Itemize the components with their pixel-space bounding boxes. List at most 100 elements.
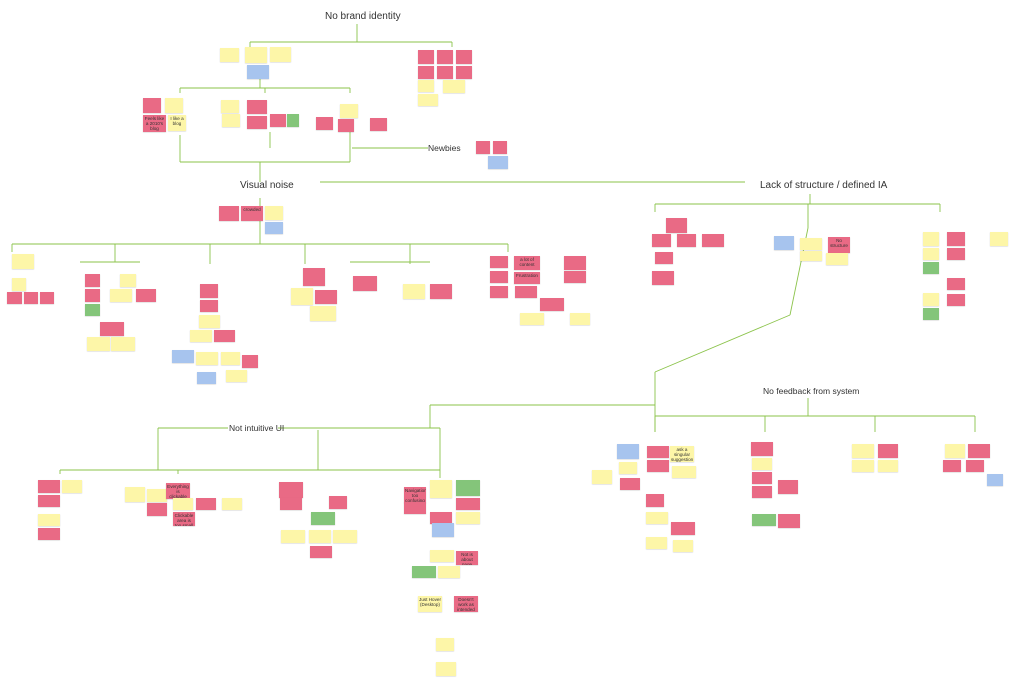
sticky-note[interactable]	[370, 118, 387, 131]
sticky-note[interactable]	[310, 546, 332, 558]
sticky-note[interactable]	[515, 286, 537, 298]
sticky-note[interactable]	[147, 503, 167, 516]
sticky-note[interactable]	[990, 232, 1008, 246]
sticky-note[interactable]	[490, 286, 508, 298]
sticky-note[interactable]	[430, 284, 452, 299]
sticky-note[interactable]	[878, 444, 898, 458]
sticky-note[interactable]	[222, 114, 240, 127]
sticky-note[interactable]	[456, 512, 480, 524]
sticky-note[interactable]	[923, 293, 939, 306]
sticky-note[interactable]	[247, 116, 267, 129]
sticky-note[interactable]	[646, 537, 667, 549]
sticky-note[interactable]	[490, 271, 508, 283]
sticky-note[interactable]	[199, 315, 220, 328]
sticky-note[interactable]	[443, 80, 465, 93]
sticky-note[interactable]	[778, 480, 798, 494]
sticky-note[interactable]	[564, 271, 586, 283]
sticky-note[interactable]	[947, 278, 965, 290]
sticky-note[interactable]	[221, 352, 240, 365]
sticky-note[interactable]	[945, 444, 965, 458]
sticky-note[interactable]	[85, 274, 100, 287]
sticky-note[interactable]	[878, 460, 898, 472]
sticky-note[interactable]	[592, 470, 612, 484]
sticky-note[interactable]: No structure	[828, 237, 850, 253]
sticky-note[interactable]: Navigation's too confusing	[404, 487, 426, 503]
sticky-note[interactable]	[852, 444, 874, 458]
sticky-note[interactable]	[666, 218, 687, 233]
sticky-note[interactable]	[430, 512, 452, 524]
sticky-note[interactable]	[136, 289, 156, 302]
sticky-note[interactable]	[987, 474, 1003, 486]
sticky-note[interactable]	[222, 498, 242, 510]
sticky-note[interactable]	[100, 322, 124, 336]
sticky-note[interactable]: Just Hover (Desktop)	[418, 596, 442, 612]
sticky-note[interactable]	[493, 141, 507, 154]
sticky-note[interactable]	[12, 278, 26, 291]
sticky-note[interactable]	[456, 50, 472, 64]
sticky-note[interactable]	[147, 489, 167, 502]
sticky-note[interactable]	[672, 466, 696, 478]
sticky-note[interactable]	[655, 252, 673, 264]
sticky-note[interactable]: a lot of content	[514, 256, 540, 270]
sticky-note[interactable]	[40, 292, 54, 304]
sticky-note[interactable]	[570, 313, 590, 325]
sticky-note[interactable]	[143, 98, 161, 113]
sticky-note[interactable]	[647, 460, 669, 472]
sticky-note[interactable]: Feels like a 2010's blog	[143, 115, 166, 132]
sticky-note[interactable]	[270, 47, 291, 62]
sticky-note[interactable]	[110, 289, 132, 302]
sticky-note[interactable]	[418, 66, 434, 79]
sticky-note[interactable]	[852, 460, 874, 472]
sticky-note[interactable]	[436, 662, 456, 676]
sticky-note[interactable]: I like a blog	[168, 115, 186, 131]
sticky-note[interactable]	[943, 460, 961, 472]
sticky-note[interactable]	[436, 638, 454, 651]
sticky-note[interactable]	[418, 94, 438, 106]
sticky-note[interactable]	[774, 236, 794, 250]
sticky-note[interactable]	[197, 372, 216, 384]
sticky-note[interactable]	[947, 248, 965, 260]
sticky-note[interactable]	[432, 523, 454, 537]
sticky-note[interactable]	[190, 330, 212, 342]
sticky-note[interactable]	[38, 528, 60, 540]
sticky-note[interactable]	[418, 80, 434, 92]
sticky-note[interactable]	[87, 337, 110, 351]
sticky-note[interactable]	[437, 50, 453, 64]
sticky-note[interactable]	[291, 288, 313, 305]
sticky-note[interactable]	[219, 206, 239, 221]
sticky-note[interactable]	[24, 292, 38, 304]
sticky-note[interactable]	[947, 232, 965, 246]
sticky-note[interactable]	[923, 308, 939, 320]
sticky-note[interactable]	[280, 498, 302, 510]
sticky-note[interactable]: Frustration	[514, 272, 540, 284]
sticky-note[interactable]	[242, 355, 258, 368]
sticky-note[interactable]	[520, 313, 544, 325]
sticky-note[interactable]	[456, 498, 480, 510]
sticky-note[interactable]	[800, 238, 822, 250]
sticky-note[interactable]	[38, 480, 60, 493]
sticky-note[interactable]	[800, 251, 822, 261]
sticky-note[interactable]	[404, 502, 426, 514]
sticky-note[interactable]: Clickable area is too small	[173, 512, 195, 526]
sticky-note[interactable]	[214, 330, 235, 342]
sticky-note[interactable]	[617, 444, 639, 459]
sticky-note[interactable]	[437, 66, 453, 79]
sticky-note[interactable]	[281, 530, 305, 543]
sticky-note[interactable]	[677, 234, 696, 247]
sticky-note[interactable]	[778, 514, 800, 528]
sticky-note[interactable]	[315, 290, 337, 304]
sticky-note[interactable]	[196, 498, 216, 510]
sticky-note[interactable]	[430, 550, 454, 562]
sticky-note[interactable]	[265, 222, 283, 234]
sticky-note[interactable]	[923, 248, 939, 260]
sticky-note[interactable]	[316, 117, 333, 130]
sticky-note[interactable]	[265, 206, 283, 220]
sticky-note[interactable]	[490, 256, 508, 268]
sticky-note[interactable]	[652, 271, 674, 285]
sticky-note[interactable]	[540, 298, 564, 311]
sticky-note[interactable]	[287, 114, 299, 127]
sticky-note[interactable]	[303, 268, 325, 286]
sticky-note[interactable]	[173, 498, 193, 510]
sticky-note[interactable]	[412, 566, 436, 578]
sticky-note[interactable]	[646, 512, 668, 524]
